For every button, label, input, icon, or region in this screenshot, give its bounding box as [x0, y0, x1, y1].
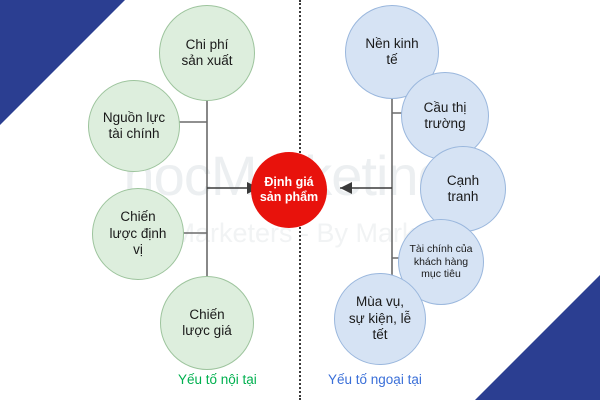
footer-label-internal: Yếu tố nội tại — [178, 372, 257, 387]
footer-label-external: Yếu tố ngoại tại — [328, 372, 422, 387]
node-line-2: tranh — [447, 189, 479, 204]
node-line-3: vị — [133, 242, 143, 258]
node-line-3: mục tiêu — [421, 268, 461, 281]
node-line-2: lược định — [109, 225, 167, 241]
node-line-1: Chiến — [120, 209, 156, 225]
node-line-1: Cầu thị — [423, 99, 467, 115]
node-line-1: Nguồn lực — [102, 109, 166, 125]
node-chien-luoc-dinh-vi[interactable]: Chiến lược định vị — [92, 188, 184, 280]
node-line-2: tế — [386, 52, 398, 67]
node-line-1: Mùa vụ, — [355, 294, 405, 310]
node-canh-tranh[interactable]: Cạnh tranh — [420, 146, 506, 232]
node-center-dinh-gia-san-pham[interactable]: Định giá sản phẩm — [251, 152, 327, 228]
node-line-3: tết — [372, 327, 388, 343]
node-line-1: Chi phí — [185, 36, 229, 52]
node-line-2: lược giá — [182, 323, 232, 338]
node-line-2: sự kiện, lễ — [348, 310, 412, 326]
node-nguon-luc-tai-chinh[interactable]: Nguồn lực tài chính — [88, 80, 180, 172]
center-line-1: Định giá — [264, 174, 314, 189]
node-cau-thi-truong[interactable]: Cầu thị trường — [401, 72, 489, 160]
node-line-2: tài chính — [108, 126, 160, 141]
node-line-2: trường — [424, 116, 466, 131]
node-chien-luoc-gia[interactable]: Chiến lược giá — [160, 276, 254, 370]
node-line-1: Nền kinh — [365, 35, 419, 51]
node-mua-vu-su-kien[interactable]: Mùa vụ, sự kiện, lễ tết — [334, 273, 426, 365]
center-line-2: sản phẩm — [259, 190, 319, 204]
node-line-1: Chiến — [189, 306, 225, 322]
node-line-1: Tài chính của — [409, 242, 473, 255]
node-line-1: Cạnh — [446, 172, 480, 188]
node-line-2: khách hàng — [413, 255, 469, 268]
node-chi-phi-san-xuat[interactable]: Chi phí sản xuất — [159, 5, 255, 101]
node-line-2: sản xuất — [181, 53, 233, 68]
